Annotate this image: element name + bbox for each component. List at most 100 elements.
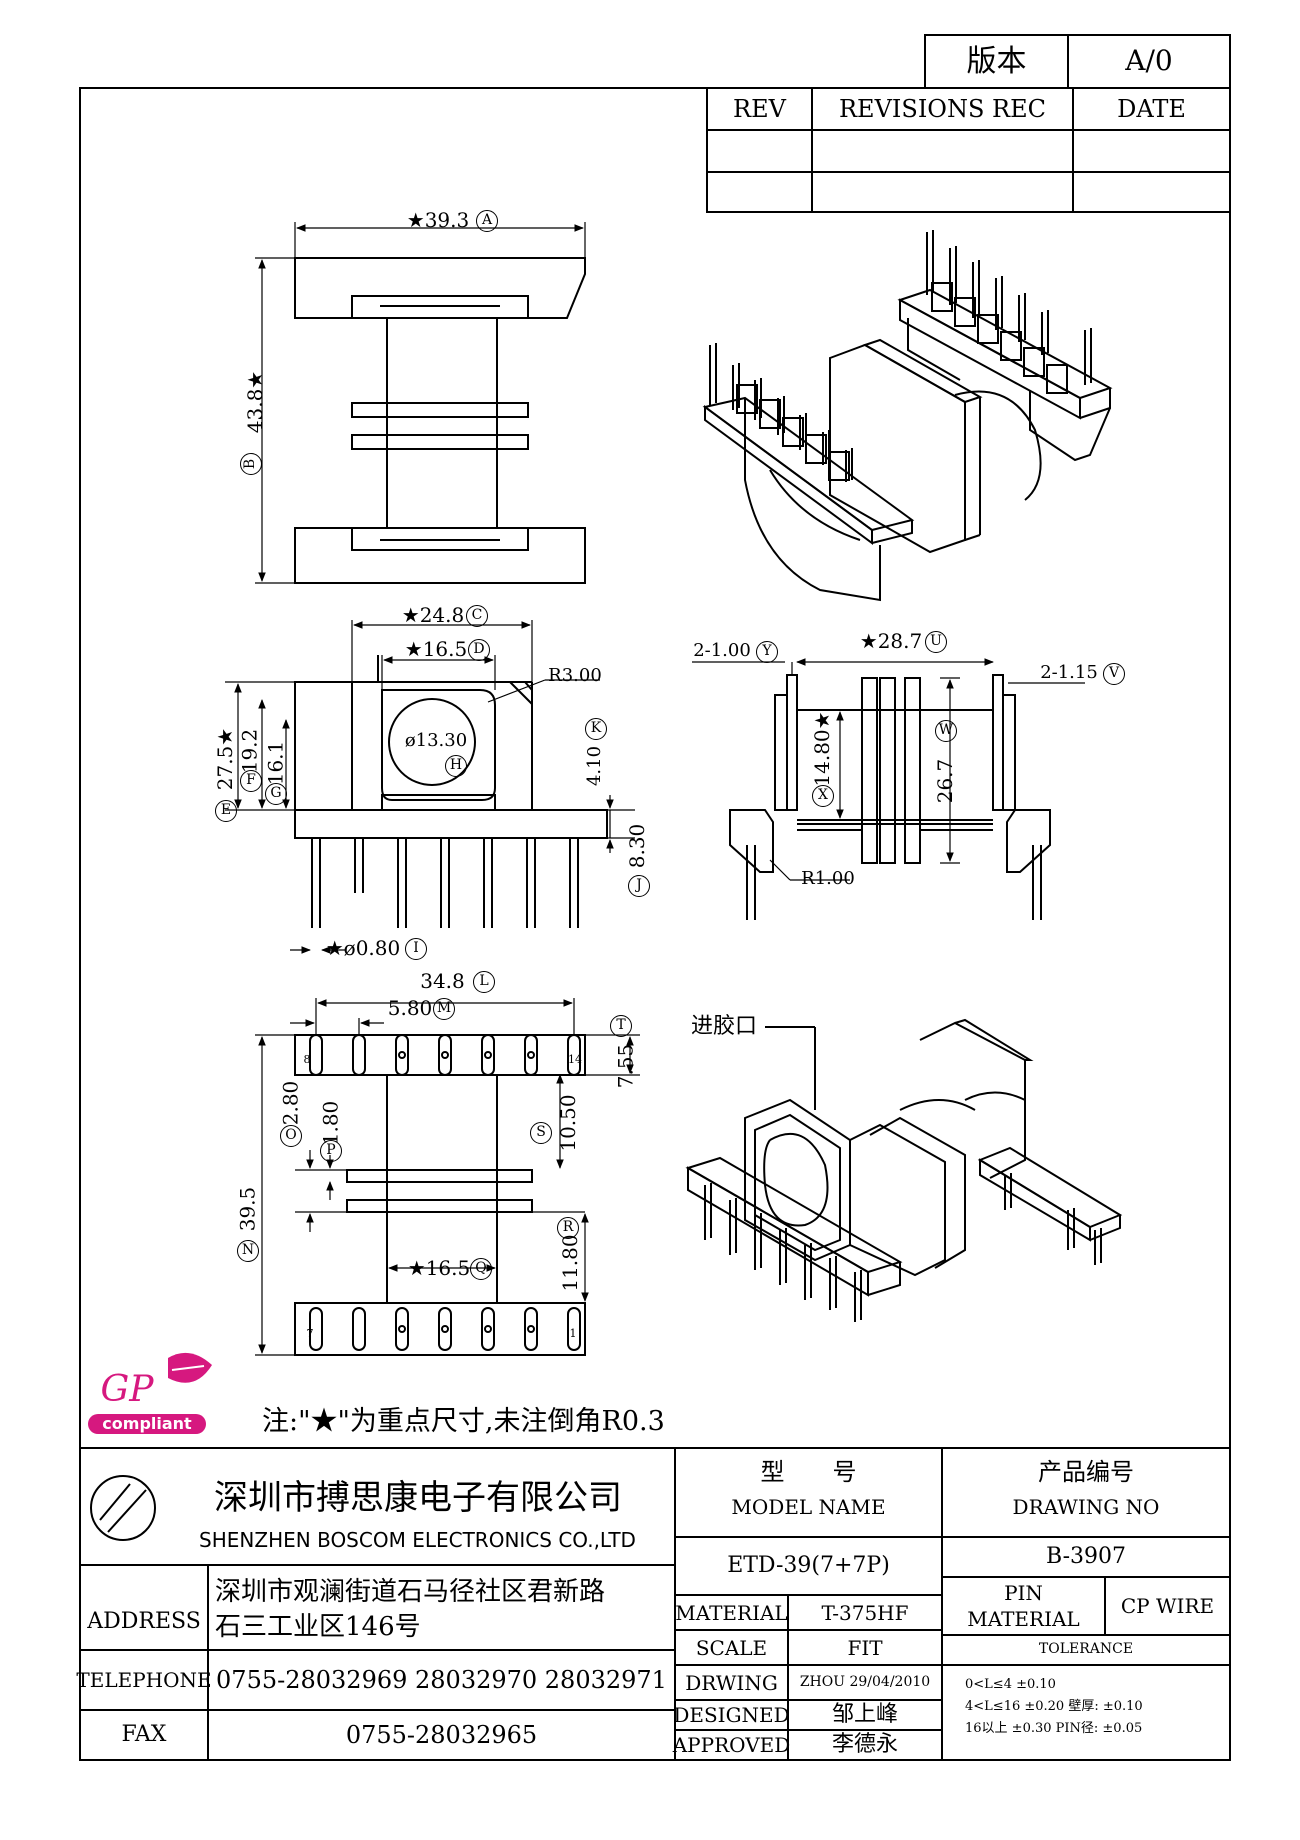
isometric-view-top (702, 230, 1113, 602)
front-view-pins (311, 838, 579, 928)
telephone-value: 0755-28032969 28032970 28032971 (216, 1665, 667, 1694)
dim-e: 27.5★ (213, 727, 237, 791)
pin-material-value: CP WIRE (1120, 1594, 1215, 1618)
gp-text: GP (100, 1369, 154, 1411)
address-label: ADDRESS (87, 1609, 201, 1635)
rev-header: REV (733, 94, 786, 123)
dim-r: 11.80 (558, 1234, 582, 1292)
circle-i: I (405, 938, 427, 960)
tolerance-row-2: 4<L≤16 ±0.20 壁厚: ±0.10 (965, 1698, 1143, 1714)
drawing-label-en: DRAWING NO (1012, 1495, 1160, 1519)
dim-l: 34.8 (420, 969, 465, 993)
circle-e: E (215, 800, 237, 822)
dim-q: ★16.5 (407, 1256, 471, 1280)
dim-h: ø13.30 (404, 730, 468, 752)
circle-h: H (445, 755, 467, 777)
fax-value: 0755-28032965 (345, 1720, 538, 1749)
drawing-label-cn: 产品编号 (1038, 1457, 1134, 1486)
note-text: 注:"★"为重点尺寸,未注倒角R0.3 (262, 1406, 665, 1438)
revisions-rec-header: REVISIONS REC (838, 94, 1047, 123)
designed-value: 邹上峰 (831, 1701, 898, 1727)
tolerance-row-1: 0<L≤4 ±0.10 (965, 1676, 1056, 1692)
pin-number-7: 7 (306, 1326, 314, 1340)
side-view (729, 674, 1051, 920)
dim-j: 8.30 (625, 823, 649, 869)
material-value: T-375HF (821, 1600, 909, 1625)
bottom-view (294, 1034, 586, 1356)
tolerance-row-3: 16以上 ±0.30 PIN径: ±0.05 (965, 1720, 1143, 1736)
dim-p: 1.80 (318, 1100, 343, 1146)
circle-n: N (237, 1240, 259, 1262)
revision-table (706, 87, 1231, 213)
circle-u: U (925, 631, 947, 653)
dim-n: 39.5 (235, 1186, 260, 1232)
circle-f: F (240, 770, 262, 792)
title-block (80, 1447, 1230, 1760)
material-label: MATERIAL (675, 1600, 788, 1625)
dim-u: ★28.7 (859, 629, 923, 653)
dim-y: 2-1.00 (693, 640, 751, 662)
approved-label: APPROVED (672, 1733, 791, 1757)
pin-number-1: 1 (569, 1326, 577, 1340)
drawing-frame (79, 87, 1231, 1761)
address-line-2: 石三工业区146号 (215, 1611, 421, 1642)
compliant-text: compliant (102, 1414, 192, 1434)
model-label-cn: 型 号 (760, 1457, 857, 1486)
circle-r: R (557, 1217, 579, 1239)
drwing-value: ZHOU 29/04/2010 (799, 1673, 931, 1690)
circle-s: S (530, 1122, 552, 1144)
dim-a: ★39.3 (406, 208, 470, 232)
dim-v: 2-1.15 (1040, 662, 1098, 684)
circle-y: Y (756, 641, 778, 663)
circle-v: V (1103, 663, 1125, 685)
circle-q: Q (470, 1258, 492, 1280)
circle-j: J (628, 875, 650, 897)
drawing-value: B-3907 (1046, 1543, 1126, 1569)
company-name-cn: 深圳市搏思康电子有限公司 (214, 1478, 622, 1519)
pin-number-14: 14 (568, 1052, 582, 1066)
dim-t: 7.55 (613, 1043, 638, 1089)
dim-x: 14.80★ (810, 711, 834, 787)
date-header: DATE (1117, 94, 1186, 123)
tolerance-label: TOLERANCE (1038, 1641, 1134, 1658)
circle-w: W (935, 720, 957, 742)
dim-k: 4.10 (584, 745, 606, 787)
dim-o: 2.80 (278, 1080, 303, 1126)
scale-label: SCALE (695, 1635, 768, 1660)
circle-b: B (240, 453, 262, 475)
dim-d: ★16.5 (404, 637, 468, 661)
dim-i: ★ø0.80 (325, 936, 401, 960)
scale-value: FIT (847, 1635, 883, 1660)
pin-number-8: 8 (303, 1052, 311, 1066)
dim-m: 5.80 (387, 996, 433, 1020)
front-view (294, 655, 608, 839)
version-value: A/0 (1125, 44, 1173, 78)
circle-m: M (433, 998, 455, 1020)
circle-l: L (473, 971, 495, 993)
model-value: ETD-39(7+7P) (727, 1552, 890, 1578)
pin-material-label-1: PIN (1004, 1581, 1043, 1605)
version-label: 版本 (966, 44, 1027, 79)
telephone-label: TELEPHONE (76, 1668, 212, 1692)
drwing-label: DRWING (685, 1670, 778, 1695)
circle-k: K (585, 718, 607, 740)
address-line-1: 深圳市观澜街道石马径社区君新路 (215, 1576, 606, 1607)
approved-value: 李德永 (831, 1731, 898, 1757)
circle-t: T (610, 1015, 632, 1037)
circle-a: A (476, 210, 498, 232)
isometric-view-bottom (685, 1018, 1123, 1322)
designed-label: DESIGNED (673, 1703, 790, 1727)
dim-s: 10.50 (556, 1094, 580, 1152)
model-label-en: MODEL NAME (731, 1495, 886, 1519)
fax-label: FAX (121, 1721, 167, 1747)
bottom-view-pins (309, 1034, 581, 1351)
gate-label: 进胶口 (690, 1013, 757, 1039)
circle-x: X (812, 785, 834, 807)
circle-p: P (320, 1140, 342, 1162)
circle-o: O (280, 1125, 302, 1147)
dim-r3: R3.00 (548, 665, 602, 687)
top-view (294, 257, 586, 584)
dim-c: ★24.8 (401, 603, 465, 627)
circle-d: D (468, 639, 490, 661)
